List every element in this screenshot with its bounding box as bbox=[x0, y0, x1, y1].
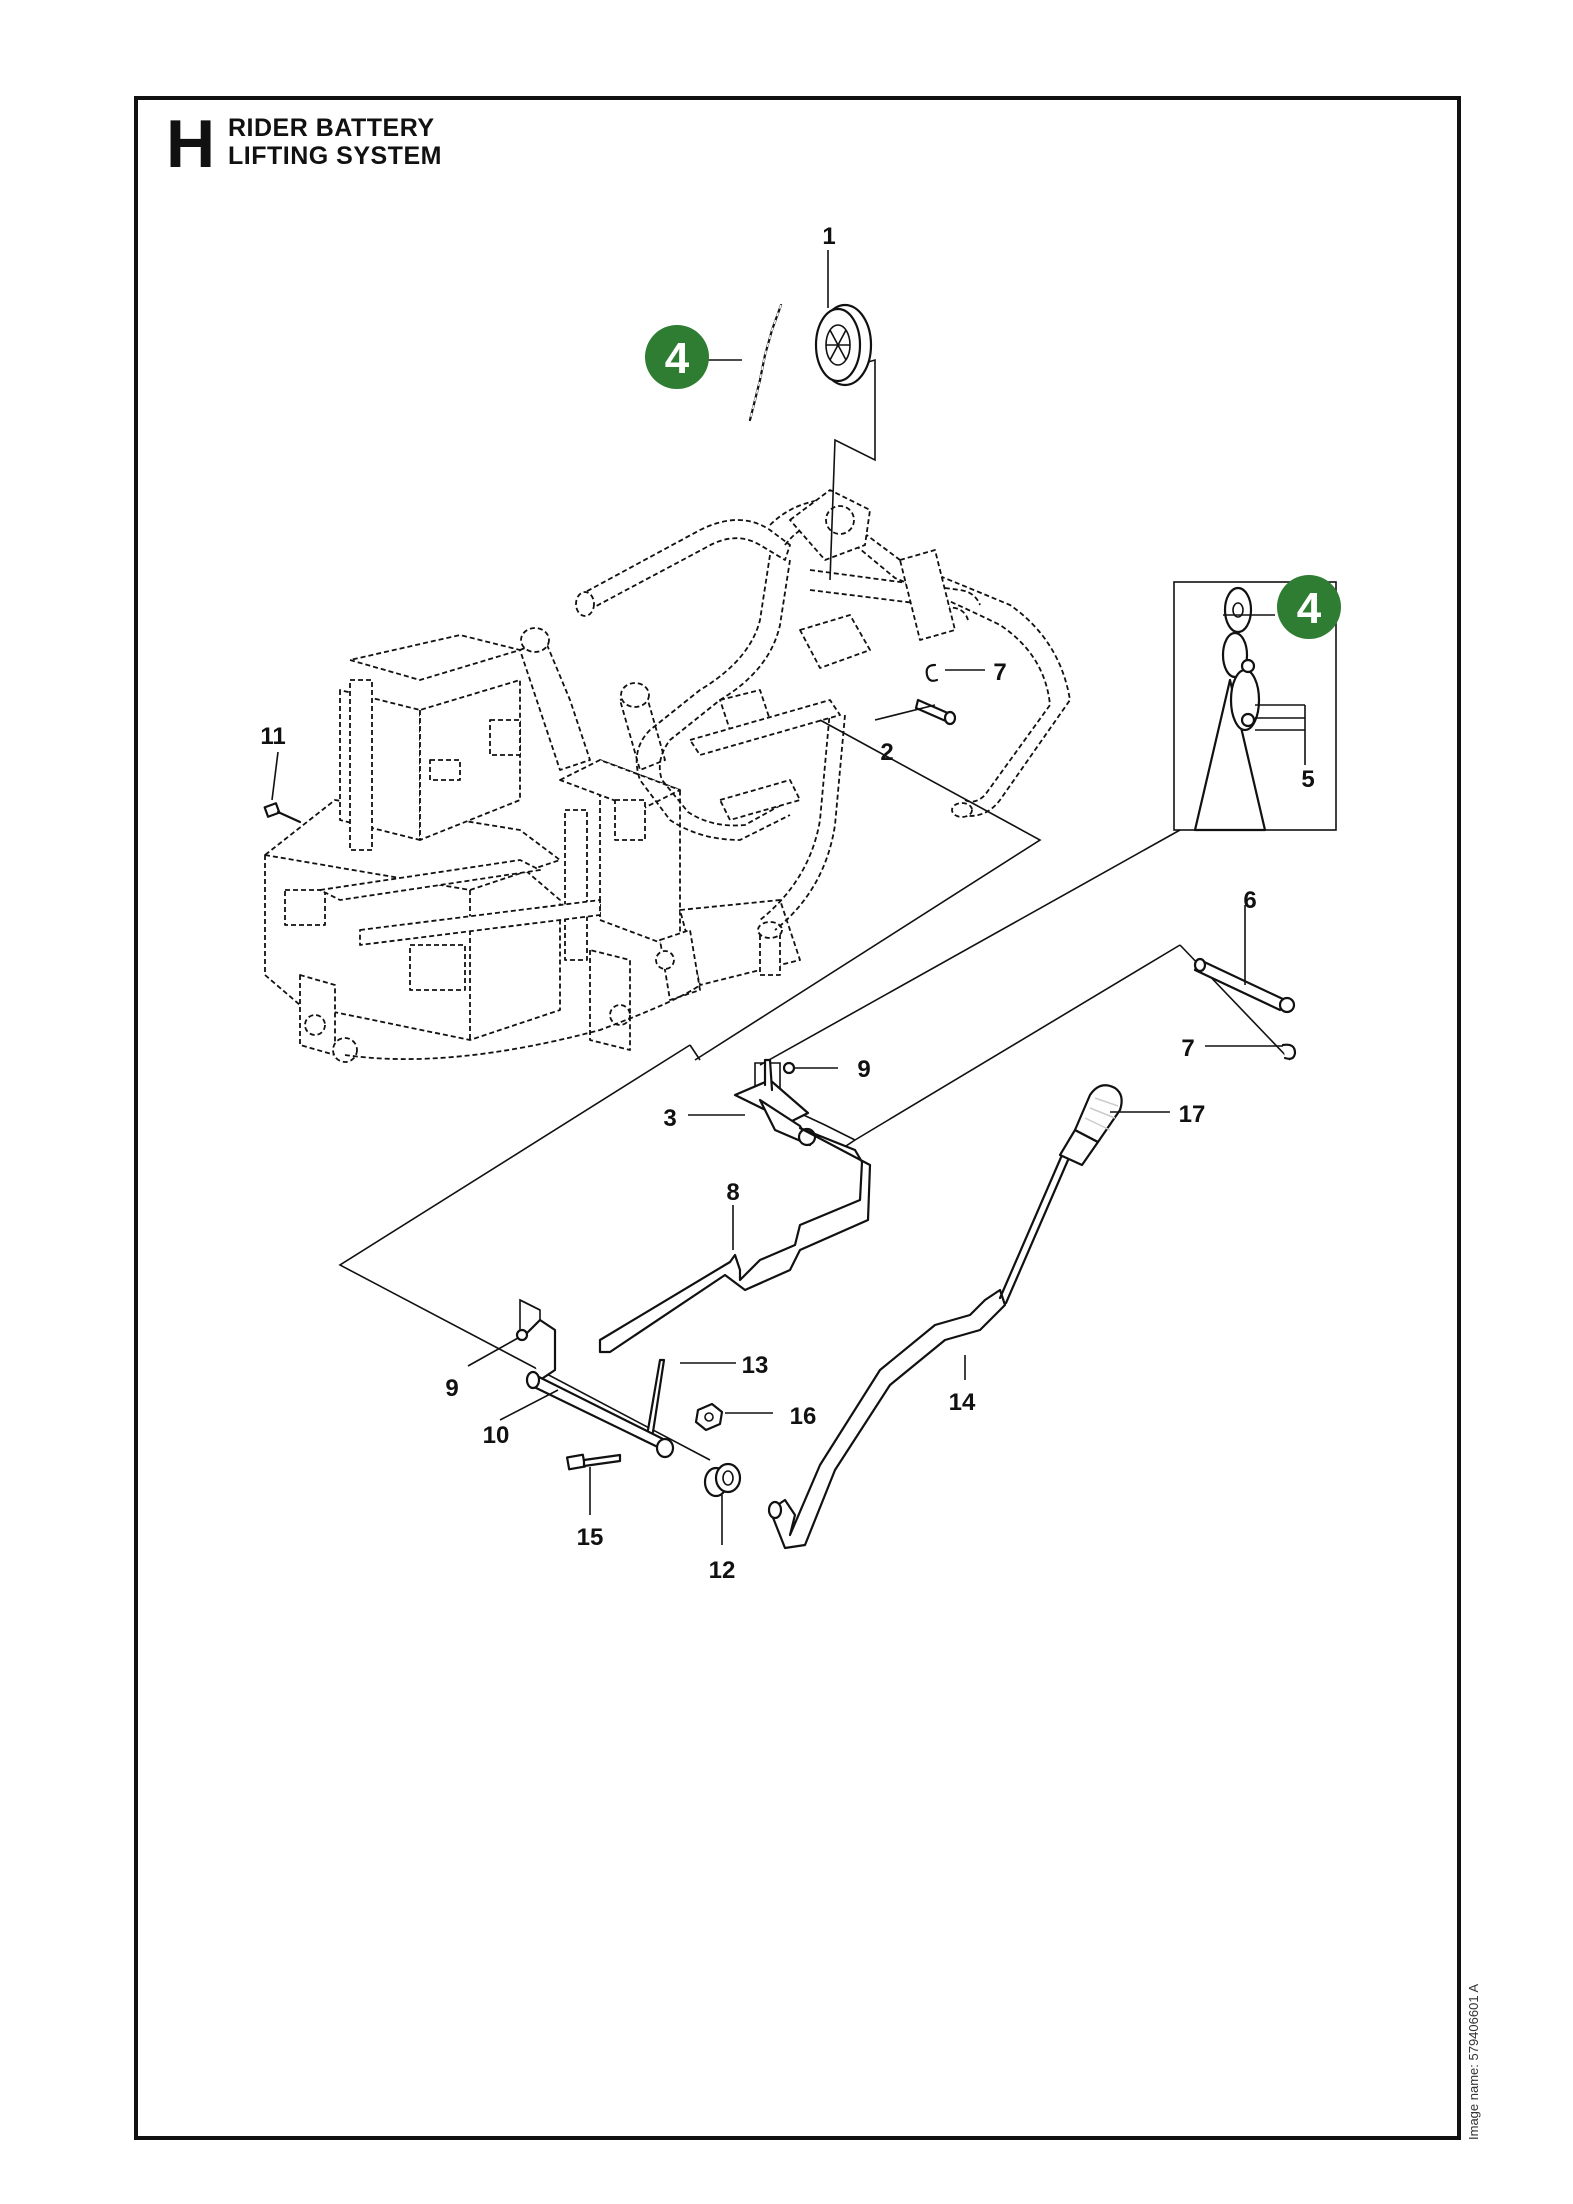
callout-17: 17 bbox=[1179, 1101, 1206, 1128]
callout-12: 12 bbox=[709, 1557, 736, 1584]
rod-part-6 bbox=[1193, 957, 1296, 1014]
page-frame bbox=[134, 96, 1461, 2140]
image-name-label: Image name: 579406601 A bbox=[1466, 1983, 1481, 2140]
callout-7-lower: 7 bbox=[1181, 1035, 1194, 1062]
badge-number-main: 4 bbox=[665, 334, 690, 383]
callout-16: 16 bbox=[790, 1403, 817, 1430]
callout-15: 15 bbox=[577, 1524, 604, 1551]
callout-8: 8 bbox=[726, 1179, 739, 1206]
link-rod-part-8 bbox=[598, 1126, 872, 1354]
clip-part-9-lower bbox=[515, 1328, 529, 1342]
badge-circle-main bbox=[645, 325, 709, 389]
pulley-part-1 bbox=[814, 303, 873, 387]
callout-10: 10 bbox=[483, 1422, 510, 1449]
leader-lines bbox=[271, 250, 1306, 1545]
callout-9-upper: 9 bbox=[857, 1056, 870, 1083]
handle-grip-part-17 bbox=[1058, 1084, 1123, 1167]
callout-9-lower: 9 bbox=[445, 1375, 458, 1402]
reference-badge-main: 4 bbox=[645, 325, 709, 389]
pin-part-2 bbox=[914, 698, 957, 726]
chassis-frame bbox=[264, 627, 801, 1063]
nut-part-16 bbox=[694, 1402, 724, 1432]
clip-part-7-top bbox=[925, 663, 939, 682]
callout-6: 6 bbox=[1243, 887, 1256, 914]
detail-inset-chain-link bbox=[1173, 581, 1337, 832]
bracket-part-3 bbox=[733, 1058, 817, 1147]
callout-labels: 1 2 3 5 6 7 7 8 9 9 10 11 12 13 14 15 16… bbox=[260, 223, 1314, 1584]
lift-lever-part-14 bbox=[767, 1153, 1070, 1550]
reference-badge-detail: 4 bbox=[1277, 575, 1341, 639]
section-title-line-1: RIDER BATTERY bbox=[228, 114, 435, 142]
clip-part-9-upper bbox=[782, 1061, 796, 1075]
callout-3: 3 bbox=[663, 1105, 676, 1132]
bolt-part-11 bbox=[263, 802, 302, 824]
callout-11: 11 bbox=[260, 723, 285, 750]
callout-7-top: 7 bbox=[993, 659, 1006, 686]
bolt-part-15 bbox=[565, 1453, 622, 1471]
callout-13: 13 bbox=[742, 1352, 769, 1379]
bushing-part-12 bbox=[703, 1462, 742, 1498]
clip-part-7-lower bbox=[1281, 1043, 1297, 1060]
callout-1: 1 bbox=[822, 223, 835, 250]
callout-5: 5 bbox=[1301, 766, 1314, 793]
badge-number-detail: 4 bbox=[1297, 584, 1322, 633]
section-title-line-2: LIFTING SYSTEM bbox=[228, 142, 442, 170]
section-letter: H bbox=[166, 106, 216, 182]
cotter-pin-part-13 bbox=[646, 1358, 666, 1434]
callout-2: 2 bbox=[880, 739, 893, 766]
lift-arm-shaft-part-10 bbox=[519, 1298, 675, 1459]
callout-14: 14 bbox=[949, 1389, 976, 1416]
badge-circle-detail bbox=[1277, 575, 1341, 639]
chain-part-4 bbox=[748, 303, 783, 422]
